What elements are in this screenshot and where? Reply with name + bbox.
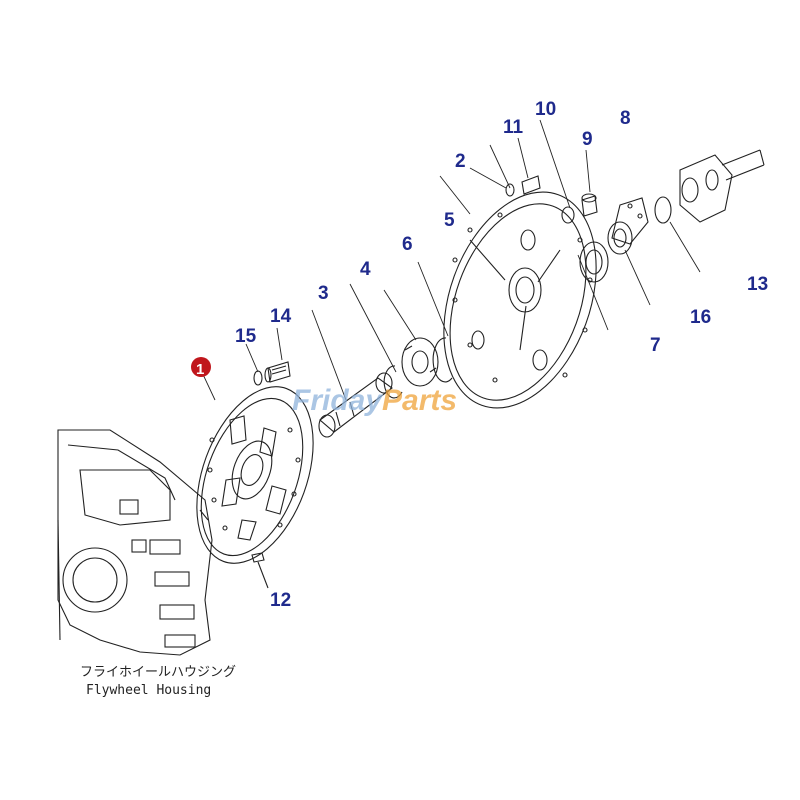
damper-disc xyxy=(196,386,314,564)
damper-plate xyxy=(401,337,439,387)
bolt-and-washer xyxy=(253,361,291,386)
shaft xyxy=(318,372,393,438)
callout-4: 4 xyxy=(360,259,371,280)
housing-label-japanese: フライホイールハウジング xyxy=(80,665,236,680)
retainer-ring xyxy=(432,337,453,383)
housing-label: フライホイールハウジング Flywheel Housing xyxy=(80,665,236,698)
callout-16: 16 xyxy=(690,307,711,328)
small-hardware xyxy=(505,175,598,224)
callout-9: 9 xyxy=(582,129,593,150)
callout-8: 8 xyxy=(620,108,631,129)
callout-2: 2 xyxy=(455,151,466,172)
callout-15: 15 xyxy=(235,326,257,347)
callout-10: 10 xyxy=(535,99,556,120)
oil-seal xyxy=(579,241,609,283)
snap-ring xyxy=(383,365,403,399)
highlight-marker xyxy=(191,357,211,377)
housing-label-english: Flywheel Housing xyxy=(86,683,211,698)
callout-5: 5 xyxy=(444,210,455,231)
callout-6: 6 xyxy=(402,234,413,255)
pin xyxy=(251,552,269,589)
callout-7: 7 xyxy=(650,335,661,356)
flywheel-housing xyxy=(57,429,213,656)
watermark-logo: FridayParts xyxy=(292,384,457,417)
universal-joint xyxy=(679,149,765,223)
flange xyxy=(607,197,649,255)
o-ring xyxy=(654,196,672,224)
callout-13: 13 xyxy=(747,274,768,295)
callout-14: 14 xyxy=(270,306,292,327)
cover xyxy=(443,191,597,409)
callouts: 1 2 3 4 5 6 7 8 9 10 11 12 13 14 15 16 xyxy=(196,99,768,611)
callout-11: 11 xyxy=(503,117,524,138)
callout-12: 12 xyxy=(270,590,291,611)
callout-1: 1 xyxy=(196,361,204,378)
callout-3: 3 xyxy=(318,283,329,304)
leader-lines xyxy=(199,119,701,401)
